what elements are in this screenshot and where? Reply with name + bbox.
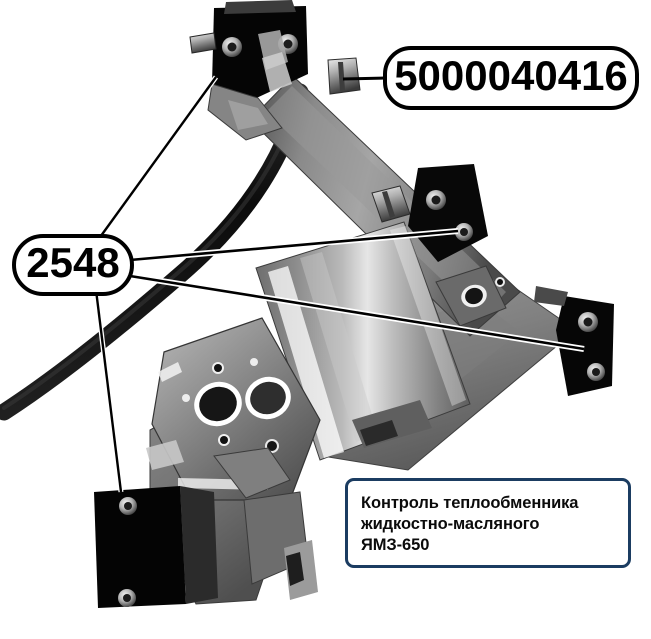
lower-left-mounting-bracket [94, 486, 218, 608]
bracket-bolt [119, 497, 137, 515]
caption-line-1: Контроль теплообменника [361, 494, 579, 512]
port-flange [151, 317, 321, 501]
lower-fittings [146, 400, 432, 600]
caption-line-2: жидкостно-масляного [361, 515, 540, 533]
bracket-bolt [426, 190, 446, 210]
bracket-bolt [222, 37, 242, 57]
bracket-bolt [587, 363, 605, 381]
hose-clamp [371, 185, 411, 223]
caption-text-block: Контроль теплообменника жидкостно-маслян… [348, 481, 628, 556]
top-mounting-bracket [189, 0, 308, 100]
bracket-bolt [455, 223, 473, 241]
caption-line-3: ЯМЗ-650 [361, 536, 430, 554]
bracket-bolt [578, 312, 598, 332]
bracket-bolt [118, 589, 136, 607]
caption-box: Контроль теплообменника жидкостно-маслян… [345, 478, 631, 568]
hose-clamp [327, 57, 361, 95]
